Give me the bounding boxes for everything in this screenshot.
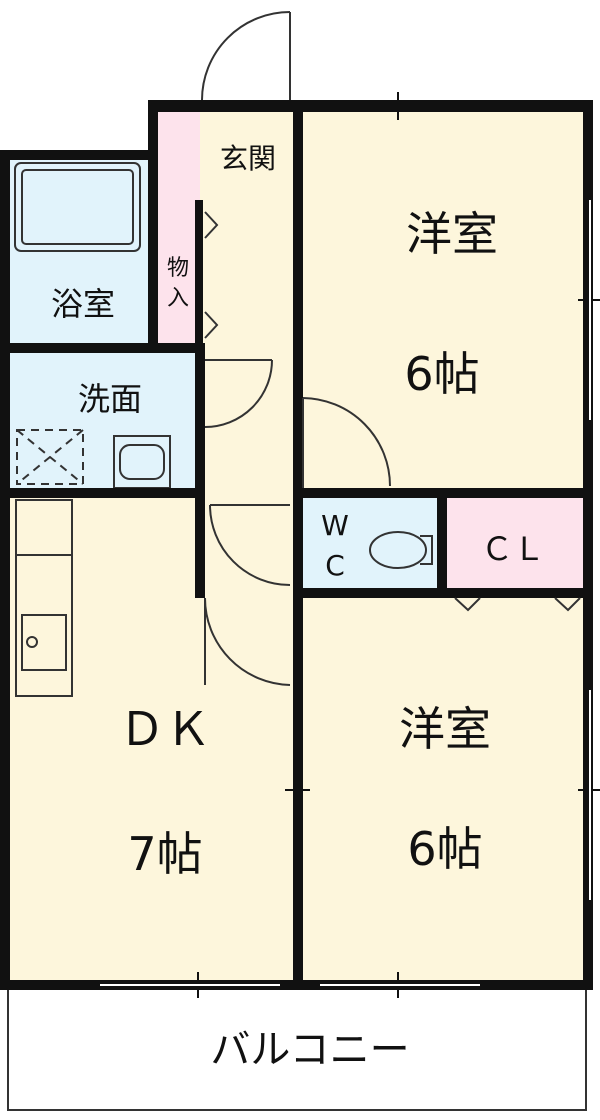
western-room-2-label: 洋室 [399,702,491,756]
entrance-floor-pink [155,110,200,205]
western-room-1-size: 6帖 [404,347,479,401]
toilet-icon [369,531,433,569]
closet-label: ＣＬ [481,530,545,568]
wc-label-w: W [321,509,349,542]
kitchen-counter-icon [15,499,73,697]
wc-label-c: C [325,549,345,582]
dk-size: 7帖 [127,827,202,881]
washroom-area [10,350,200,490]
entrance-label: 玄関 [220,142,276,175]
entrance-area [200,110,295,205]
washer-space-icon [16,429,84,485]
storage-label-2: 入 [167,286,189,311]
balcony-area [7,984,587,1111]
storage-area [157,205,202,345]
western-room-1-label: 洋室 [406,207,498,261]
bath-label: 浴室 [51,285,115,323]
western-room-2-area [300,595,585,980]
western-room-2-size: 6帖 [407,822,482,876]
closet-area [445,495,585,590]
western-room-1-area [300,110,585,495]
wc-area [300,495,440,590]
walls [0,100,593,990]
storage-label-1: 物 [167,256,189,281]
bathtub-icon [14,162,141,252]
balcony-label: バルコニー [210,1027,409,1073]
window-marks [100,92,600,998]
washroom-label: 洗面 [78,380,142,418]
dk-label: ＤＫ [119,702,211,756]
door-swings [201,11,581,686]
